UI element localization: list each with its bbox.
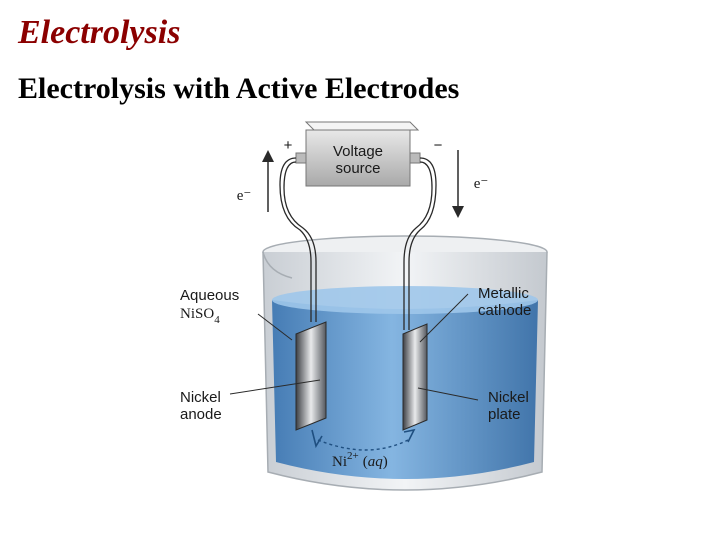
cathode-label-line2: cathode [478,302,531,319]
anode-wire-outer [283,161,317,322]
anode-callout-line [229,379,321,395]
beaker-spout [262,251,293,279]
voltage-source-line2: source [335,160,380,177]
ion-migration-arrow-anode [311,429,323,449]
voltage-source-line1: Voltage [333,143,383,160]
plate-label-line2: plate [488,406,521,423]
plate-label-line1: Nickel [488,389,529,406]
nickel-ion-label: Ni2+(aq) [332,450,388,470]
nickel-sulfate-formula: NiSO4 [180,306,220,326]
aqueous-label: Aqueous [180,287,239,304]
solution-callout-line [257,313,293,341]
ion-migration-path [317,439,409,451]
cathode-label-line1: Metallic [478,285,529,302]
slide-subtitle: Electrolysis with Active Electrodes [18,72,460,105]
cathode-wire [408,157,437,330]
cathode-wire-outer [403,161,433,330]
anode-wire [279,157,312,322]
electron-flow-up-arrow [262,150,274,212]
solution-surface [272,286,538,314]
voltage-source: Voltage source [295,121,421,187]
anode-label-line2: anode [180,406,222,423]
positive-terminal-sign: + [284,137,293,154]
slide-title: Electrolysis [18,14,181,51]
metallic-cathode [402,323,428,431]
ion-migration-arrow-cathode [403,428,416,443]
nickel-anode [295,321,327,431]
negative-terminal-sign: − [434,137,443,154]
electron-flow-down-arrow [452,150,464,218]
cathode-callout-line [419,293,469,343]
anode-label-line1: Nickel [180,389,221,406]
plate-callout-line [417,387,479,401]
electron-label-left: e⁻ [237,188,252,204]
electron-label-right: e⁻ [474,176,489,192]
